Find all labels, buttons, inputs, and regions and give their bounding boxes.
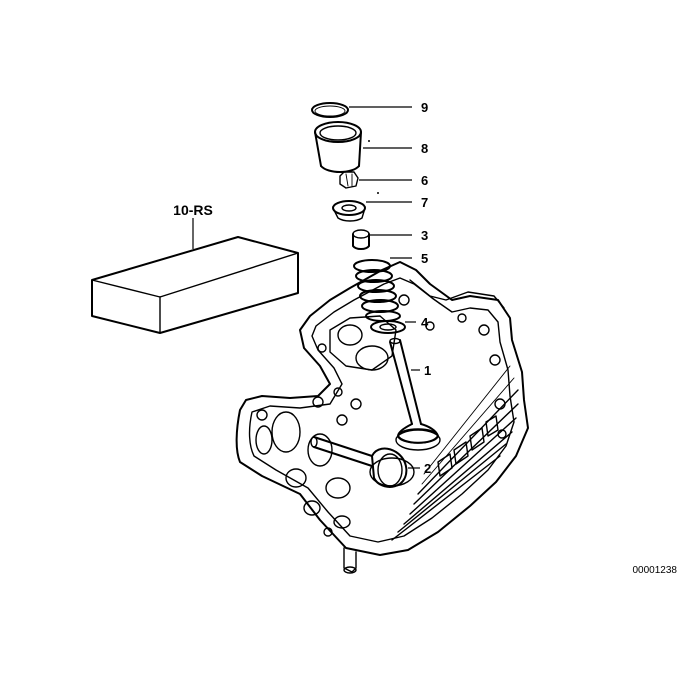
- gasket-kit-box-icon: [91, 236, 299, 334]
- valve-collet-icon: [339, 171, 359, 189]
- valve-stem-seal-icon: [352, 229, 370, 250]
- intake-valve-icon: [389, 337, 439, 444]
- kit-label: 10-RS: [173, 202, 213, 218]
- cylinder-head-icon: [235, 261, 529, 574]
- diagram-reference-number: 00001238: [633, 565, 678, 576]
- callout-3: 3: [421, 228, 428, 243]
- callout-4: 4: [421, 315, 429, 330]
- callout-2: 2: [424, 461, 431, 476]
- spring-retainer-icon: [332, 200, 366, 222]
- circlip-ring-icon: [311, 102, 349, 118]
- valve-spring-icon: [353, 259, 401, 322]
- callout-6: 6: [421, 173, 428, 188]
- callout-9: 9: [421, 100, 428, 115]
- callout-7: 7: [421, 195, 428, 210]
- callout-1: 1: [424, 363, 431, 378]
- callout-8: 8: [421, 141, 428, 156]
- callout-5: 5: [421, 251, 428, 266]
- bucket-tappet-icon: [314, 121, 362, 173]
- spring-seat-washer-icon: [370, 320, 406, 334]
- exhaust-valve-icon: [310, 436, 408, 488]
